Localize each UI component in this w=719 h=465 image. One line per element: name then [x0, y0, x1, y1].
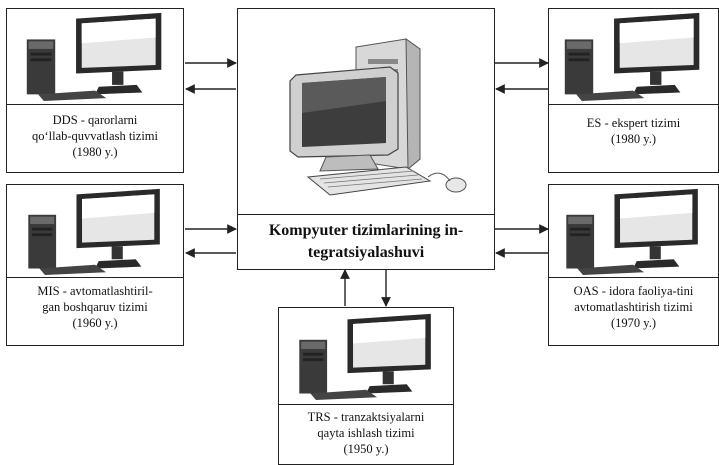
- box-divider: [279, 404, 453, 405]
- computer-icon: [299, 313, 431, 400]
- center-title-line: tegratsiyalashuvi: [307, 244, 425, 261]
- computer-icon: [26, 12, 162, 101]
- caption-line: avtomatlashtirish tizimi: [574, 300, 693, 314]
- caption-line: ES - ekspert tizimi: [586, 116, 681, 130]
- center-title-line: Kompyuter tizimlarining in-: [268, 222, 464, 239]
- box-divider: [7, 277, 183, 278]
- box-divider: [549, 277, 718, 278]
- system-caption-es: ES - ekspert tizimi (1980 y.): [549, 115, 718, 147]
- system-box-mis: MIS - avtomatlashtiril- gan boshqaruv ti…: [6, 184, 184, 346]
- box-divider: [549, 104, 718, 105]
- center-title: Kompyuter tizimlarining in- tegratsiyala…: [238, 220, 494, 264]
- desktop-computer-icon: [289, 38, 467, 196]
- system-caption-mis: MIS - avtomatlashtiril- gan boshqaruv ti…: [7, 283, 183, 331]
- caption-line: DDS - qarorlarni: [52, 113, 138, 127]
- caption-line: (1980 y.): [610, 132, 656, 146]
- system-caption-oas: OAS - idora faoliya-tini avtomatlashtiri…: [549, 283, 718, 331]
- caption-line: (1960 y.): [72, 316, 118, 330]
- computer-icon: [566, 188, 698, 275]
- system-caption-trs: TRS - tranzaktsiyalarni qayta ishlash ti…: [279, 409, 453, 457]
- center-divider: [238, 214, 494, 215]
- center-box: Kompyuter tizimlarining in- tegratsiyala…: [237, 8, 495, 270]
- caption-line: (1970 y.): [610, 316, 656, 330]
- system-caption-dds: DDS - qarorlarni qo‘llab-quvvatlash tizi…: [7, 112, 183, 160]
- system-box-trs: TRS - tranzaktsiyalarni qayta ishlash ti…: [278, 307, 454, 465]
- system-box-oas: OAS - idora faoliya-tini avtomatlashtiri…: [548, 184, 719, 346]
- box-divider: [7, 104, 183, 105]
- caption-line: OAS - idora faoliya-tini: [573, 284, 694, 298]
- computer-icon: [28, 188, 160, 275]
- caption-line: (1950 y.): [343, 442, 389, 456]
- caption-line: qayta ishlash tizimi: [317, 426, 415, 440]
- caption-line: MIS - avtomatlashtiril-: [37, 284, 153, 298]
- caption-line: (1980 y.): [72, 145, 118, 159]
- caption-line: TRS - tranzaktsiyalarni: [307, 410, 425, 424]
- system-box-es: ES - ekspert tizimi (1980 y.): [548, 8, 719, 173]
- caption-line: gan boshqaruv tizimi: [42, 300, 148, 314]
- computer-icon: [564, 12, 700, 101]
- system-box-dds: DDS - qarorlarni qo‘llab-quvvatlash tizi…: [6, 8, 184, 173]
- caption-line: qo‘llab-quvvatlash tizimi: [31, 129, 158, 143]
